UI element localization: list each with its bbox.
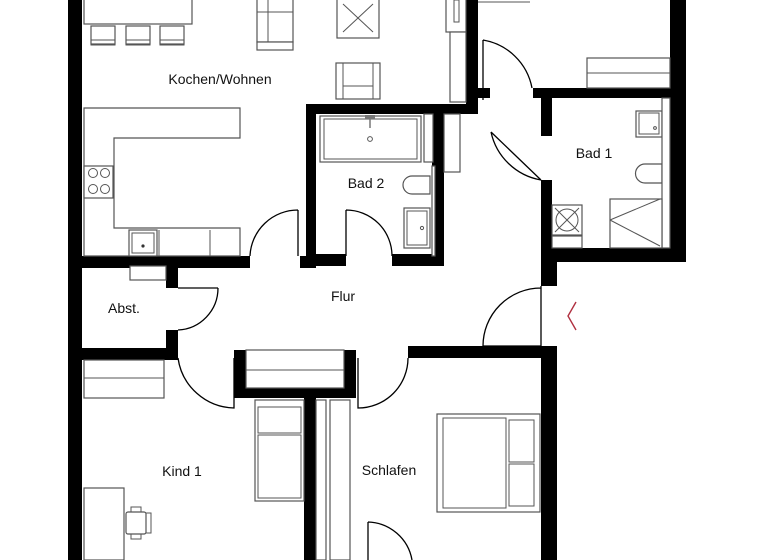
room-labels: Kochen/Wohnen Kind 2 Bad 1 Bad 2 Abst. F… — [108, 71, 613, 479]
living-kitchen-furniture — [83, 0, 467, 257]
toilet-bad1 — [634, 163, 663, 184]
desk-kind1 — [83, 487, 125, 560]
room-label-kochen-wohnen: Kochen/Wohnen — [168, 71, 271, 87]
desk-chair — [125, 506, 152, 540]
dining-chairs — [90, 25, 185, 46]
room-label-abst: Abst. — [108, 300, 140, 316]
double-bed — [436, 413, 541, 513]
sofa — [256, 0, 294, 51]
toilet-bad2 — [402, 175, 431, 195]
wardrobe-flur — [245, 349, 345, 389]
bad2-furniture — [319, 113, 461, 257]
kitchen-sink — [128, 229, 158, 257]
armchair — [335, 62, 381, 100]
room-label-bad1: Bad 1 — [576, 145, 613, 161]
lower-furniture — [83, 265, 541, 560]
shelf-kind1 — [83, 359, 165, 399]
shower-bad1 — [609, 198, 663, 249]
room-label-kind1: Kind 1 — [162, 463, 202, 479]
room-label-bad2: Bad 2 — [348, 175, 385, 191]
kind2-furniture — [478, 1, 671, 89]
washbasin-bad2 — [403, 207, 431, 249]
bed-kind1 — [254, 399, 305, 502]
kitchen-counter — [83, 107, 241, 257]
tall-cabinet — [445, 0, 467, 103]
dining-table — [83, 0, 193, 25]
coffee-table — [336, 0, 380, 39]
doors — [177, 39, 542, 560]
washbasin-bad1 — [635, 110, 663, 138]
walls — [68, 0, 686, 560]
prev-image-button[interactable] — [560, 296, 584, 336]
chevron-left-icon — [567, 301, 577, 331]
room-label-schlafen: Schlafen — [362, 462, 416, 478]
room-label-flur: Flur — [331, 288, 355, 304]
bad1-furniture — [551, 97, 671, 249]
